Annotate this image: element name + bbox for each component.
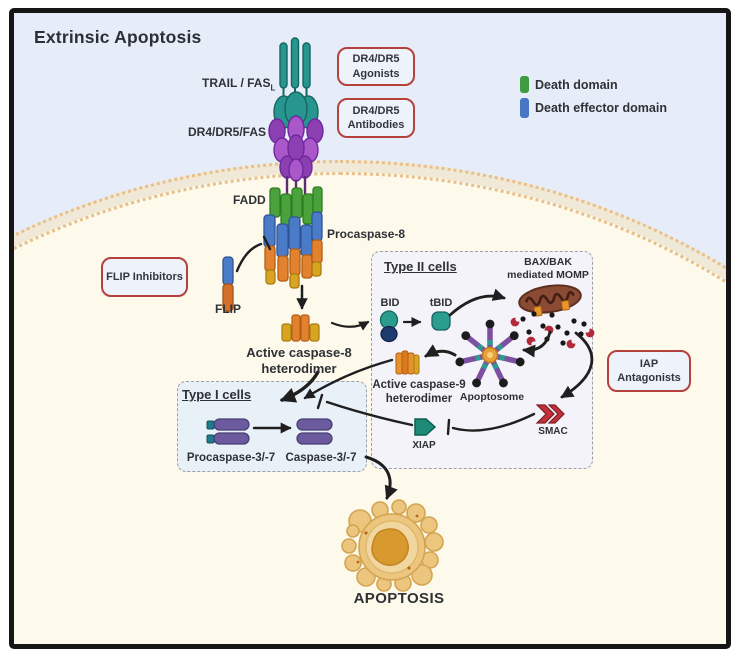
antibodies-line2: Antibodies [347, 119, 405, 131]
antibodies-line1: DR4/DR5 [352, 104, 400, 117]
agonists-line2: Agonists [352, 67, 400, 80]
type2-cells-region [371, 251, 593, 469]
iap-antagonists-callout: IAP Antagonists [607, 350, 691, 392]
plasma-membrane-outer-leaflet [14, 160, 726, 644]
agonists-line1: DR4/DR5 [352, 53, 400, 66]
flip-inhibitors-callout: FLIP Inhibitors [101, 257, 188, 297]
dr4-dr5-antibodies-callout: DR4/DR5 Antibodies [337, 98, 415, 138]
dr4-dr5-agonists-callout: DR4/DR5 Agonists [337, 47, 415, 86]
plasma-membrane-inner-leaflet [14, 172, 726, 644]
flip-inhibitors-text: FLIP Inhibitors [106, 270, 183, 283]
iap-line2: Antagonists [617, 372, 681, 384]
type1-cells-region [177, 381, 367, 472]
iap-line1: IAP [639, 357, 659, 370]
